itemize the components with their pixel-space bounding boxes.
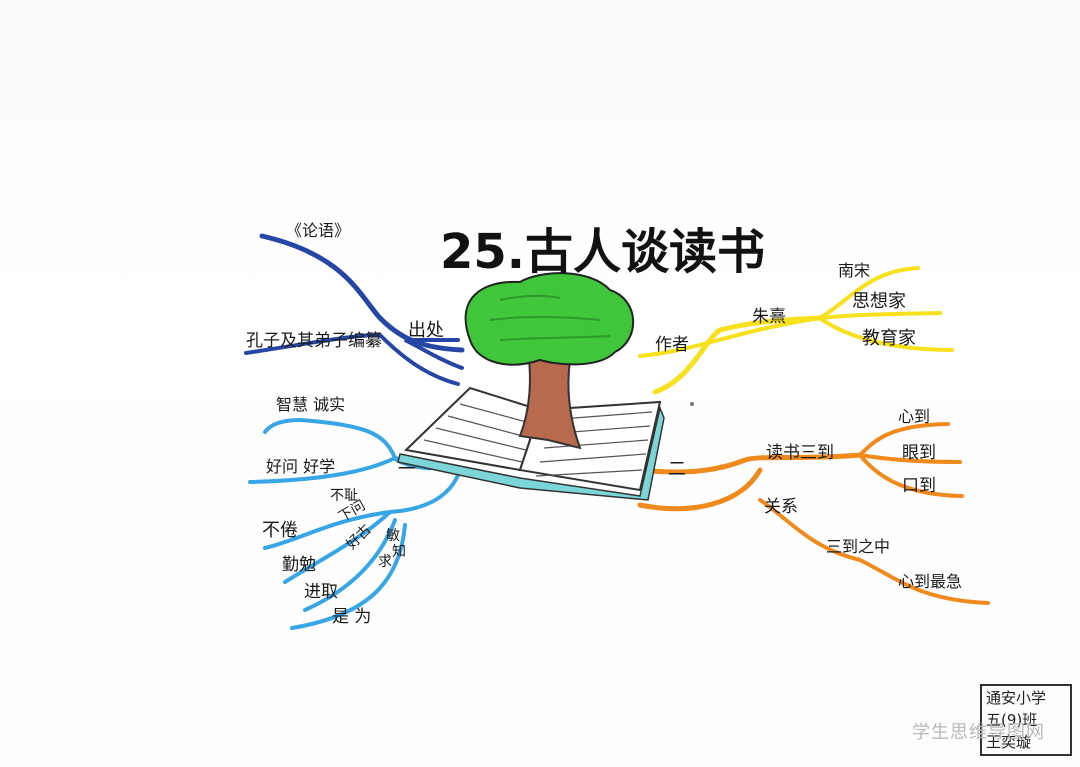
map-title: 25.古人谈读书 bbox=[440, 224, 765, 280]
part-two-relation: 关系 bbox=[764, 497, 798, 517]
watermark: 学生思维导图网 bbox=[912, 722, 1045, 743]
part-one-item-quick: 敏 bbox=[386, 528, 400, 544]
author-educator: 教育家 bbox=[862, 328, 916, 349]
part-two-heart: 心到 bbox=[898, 407, 930, 426]
part-one-item-inquiry: 好问 好学 bbox=[266, 457, 335, 476]
book-illustration bbox=[397, 386, 665, 501]
part-two-branch bbox=[637, 422, 990, 605]
credit-class: 五(9)班 bbox=[986, 711, 1038, 729]
author-thinker: 思想家 bbox=[852, 291, 906, 312]
source-book-name: 《论语》 bbox=[286, 221, 350, 240]
credit-student: 王奕璇 bbox=[986, 733, 1032, 751]
part-two-mouth: 口到 bbox=[902, 476, 936, 496]
part-two-heart-most: 心到最急 bbox=[898, 572, 962, 591]
part-one-item-shame: 不耻 bbox=[330, 488, 358, 504]
part-one-item-tireless: 不倦 bbox=[262, 520, 298, 541]
author-dynasty: 南宋 bbox=[838, 261, 870, 280]
tree-illustration bbox=[464, 272, 635, 450]
part-one-item-know: 知 bbox=[392, 543, 406, 560]
part-two-label: 二 bbox=[668, 459, 686, 480]
author-label: 作者 bbox=[655, 335, 689, 355]
author-name: 朱熹 bbox=[752, 307, 786, 327]
part-two-among-three: 三到之中 bbox=[826, 537, 890, 556]
part-two-eyes: 眼到 bbox=[902, 443, 936, 463]
author-branch bbox=[638, 266, 954, 395]
pencil-dot bbox=[690, 402, 694, 406]
part-two-method: 读书三到 bbox=[766, 443, 834, 463]
part-one-item-wisdom: 智慧 诚实 bbox=[276, 395, 345, 414]
credit-school: 通安小学 bbox=[986, 689, 1047, 707]
author-credit-box: 通安小学 五(9)班 王奕璇 bbox=[980, 684, 1072, 756]
part-one-item-diligent: 勤勉 bbox=[282, 555, 316, 575]
part-one-item-is-for: 是 为 bbox=[332, 607, 371, 627]
source-label: 出处 bbox=[408, 320, 444, 341]
source-branch bbox=[244, 233, 465, 386]
part-one-item-progress: 进取 bbox=[304, 582, 338, 602]
part-one-item-seek: 求 bbox=[378, 554, 392, 570]
source-compilers: 孔子及其弟子编纂 bbox=[246, 330, 382, 351]
part-one-label: 一 bbox=[398, 459, 416, 480]
